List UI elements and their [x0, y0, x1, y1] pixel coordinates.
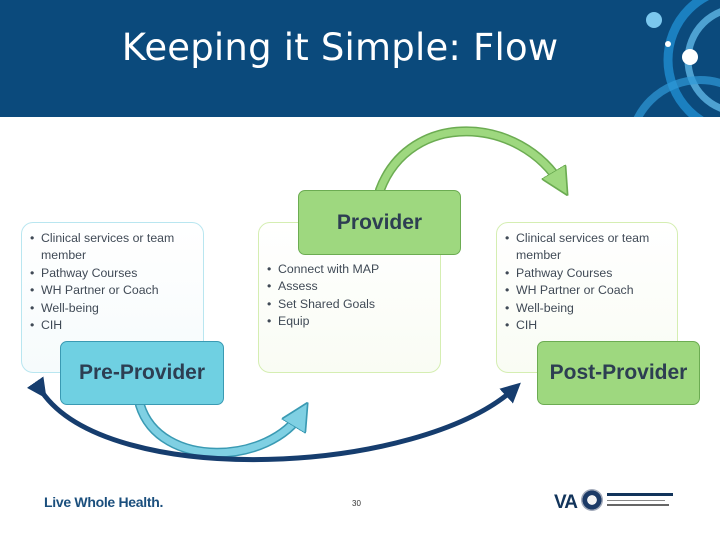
post-provider-list: Clinical services or team member Pathway… — [505, 230, 669, 335]
list-item: Assess — [267, 278, 432, 296]
list-item: WH Partner or Coach — [505, 282, 669, 300]
list-item: WH Partner or Coach — [30, 282, 195, 300]
live-whole-health-logo: Live Whole Health. — [44, 494, 164, 510]
list-item: Set Shared Goals — [267, 296, 432, 314]
list-item: Clinical services or team member — [505, 230, 669, 265]
va-logo: VA — [554, 492, 578, 513]
list-item: Connect with MAP — [267, 261, 432, 279]
list-item: Clinical services or team member — [30, 230, 195, 265]
post-provider-box: Post-Provider — [537, 341, 700, 405]
provider-list: Connect with MAP Assess Set Shared Goals… — [267, 261, 432, 331]
va-seal-icon — [581, 489, 603, 511]
decorative-circles-icon — [633, 0, 720, 117]
page-number: 30 — [352, 499, 361, 508]
provider-to-post-arrow — [375, 126, 567, 195]
list-item: Equip — [267, 313, 432, 331]
pre-post-loop-arrow — [26, 376, 521, 462]
va-department-wordmark-icon — [607, 493, 677, 506]
pre-provider-box: Pre-Provider — [60, 341, 224, 405]
list-item: Pathway Courses — [30, 265, 195, 283]
list-item: Well-being — [505, 300, 669, 318]
provider-box: Provider — [298, 190, 461, 255]
provider-panel: Connect with MAP Assess Set Shared Goals… — [258, 222, 441, 373]
pre-to-provider-arrow — [135, 400, 307, 458]
pre-provider-list: Clinical services or team member Pathway… — [30, 230, 195, 335]
slide-header: Keeping it Simple: Flow — [0, 0, 720, 117]
list-item: Well-being — [30, 300, 195, 318]
slide-title: Keeping it Simple: Flow — [121, 26, 559, 69]
list-item: CIH — [30, 317, 195, 335]
list-item: CIH — [505, 317, 669, 335]
list-item: Pathway Courses — [505, 265, 669, 283]
